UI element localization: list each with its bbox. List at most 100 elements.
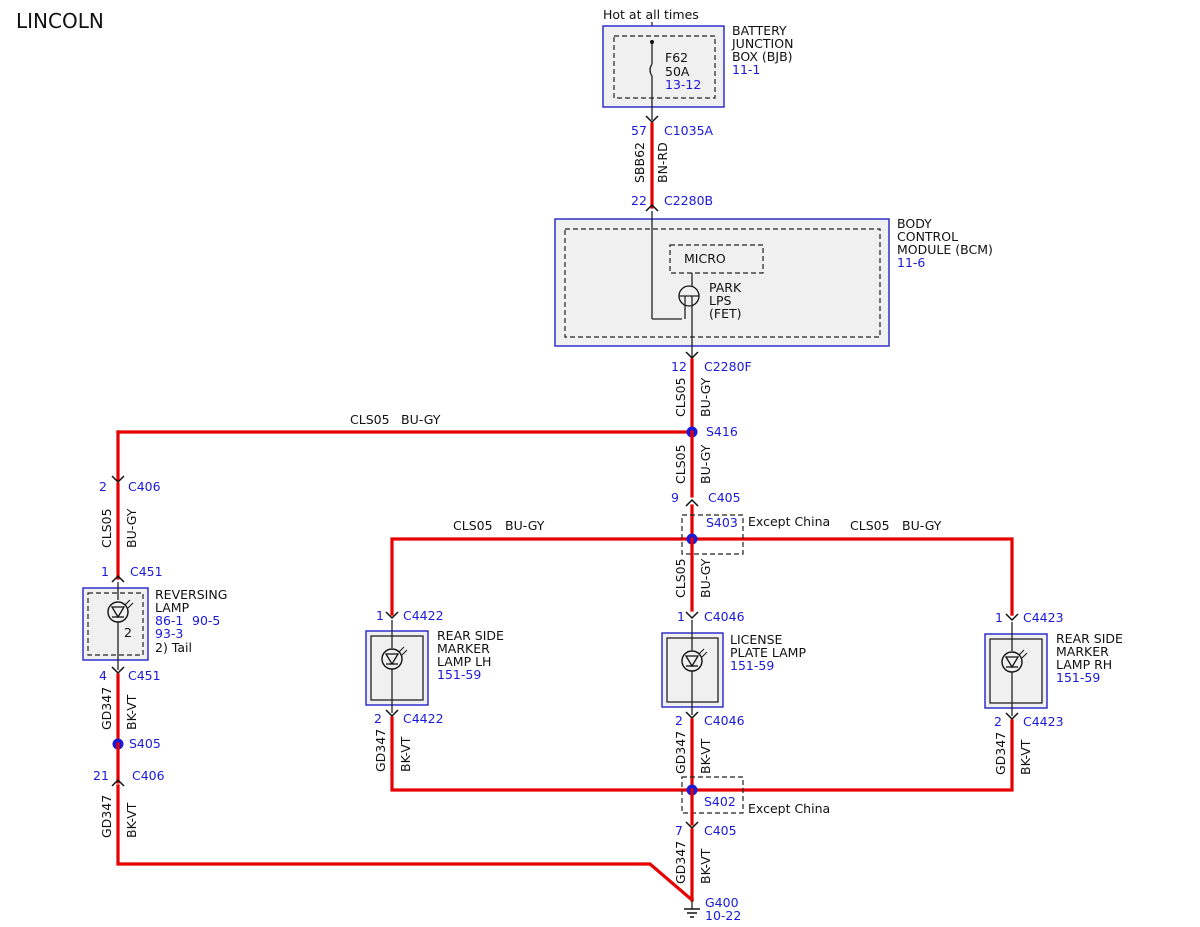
fuse-terminal-icon: [650, 40, 654, 44]
c4422-in-name: C4422: [403, 608, 444, 623]
bcm-wire-circuit: CLS05: [673, 377, 688, 417]
c4046-out-pin: 2: [675, 713, 683, 728]
reversing-ref2: 90-5: [192, 613, 220, 628]
c406-bottom-name: C406: [132, 768, 165, 783]
fet-line3: (FET): [709, 306, 741, 321]
wire-cls05-marker-branch: [390, 537, 1014, 616]
c1035a-name: C1035A: [664, 123, 714, 138]
license-ref: 151-59: [730, 658, 774, 673]
bcm-line1: BODY: [897, 216, 932, 231]
s402-note: Except China: [748, 801, 830, 816]
c451-in-name: C451: [130, 564, 163, 579]
c2280b-pin: 22: [631, 193, 647, 208]
lamp-lh-line3: LAMP LH: [437, 654, 491, 669]
lamp-lh-ref: 151-59: [437, 667, 481, 682]
lamp-lh-gnd-color: BK-VT: [398, 736, 413, 772]
c406-top-name: C406: [128, 479, 161, 494]
bjb-line1: BATTERY: [732, 23, 787, 38]
bjb-line3: BOX (BJB): [732, 49, 793, 64]
c4423-out-pin: 2: [994, 714, 1002, 729]
c451-out-pin: 4: [99, 668, 107, 683]
license-gnd-circuit: GD347: [673, 731, 688, 774]
c2280f-name: C2280F: [704, 359, 752, 374]
c4423-in-pin: 1: [995, 610, 1003, 625]
fet-line1: PARK: [709, 280, 742, 295]
rev-gnd2-circuit: GD347: [99, 795, 114, 838]
c4422-out-name: C4422: [403, 711, 444, 726]
bcm-line3: MODULE (BCM): [897, 242, 993, 257]
bcm-ref: 11-6: [897, 255, 925, 270]
left-branch-color: BU-GY: [505, 518, 545, 533]
lamp-lh-gnd-circuit: GD347: [373, 729, 388, 772]
reversing-line1: REVERSING: [155, 587, 227, 602]
power-label: Hot at all times: [603, 7, 699, 22]
ground-wire-circuit: GD347: [673, 841, 688, 884]
connector-c405-top-icon: [685, 498, 699, 507]
fuse-icon: [649, 63, 653, 77]
fet-line2: LPS: [709, 293, 732, 308]
ground-wire-color: BK-VT: [698, 848, 713, 884]
c4046-in-pin: 1: [677, 609, 685, 624]
c2280b-name: C2280B: [664, 193, 713, 208]
rev-gnd1-color: BK-VT: [124, 694, 139, 730]
micro-block: [669, 244, 764, 274]
lamp-rh-ref: 151-59: [1056, 670, 1100, 685]
c4423-in-name: C4423: [1023, 610, 1064, 625]
center-wire-circuit: CLS05: [673, 558, 688, 598]
s405-label: S405: [129, 736, 161, 751]
c4422-in-pin: 1: [376, 608, 384, 623]
c405-bottom-pin: 7: [675, 823, 683, 838]
c405-top-name: C405: [708, 490, 741, 505]
sbb62-color: BN-RD: [655, 142, 670, 183]
reversing-note: 2) Tail: [155, 640, 192, 655]
reversing-ref3: 93-3: [155, 626, 183, 641]
connector-c406-bottom-icon: [111, 778, 125, 787]
right-branch-circuit: CLS05: [850, 518, 890, 533]
c4423-out-name: C4423: [1023, 714, 1064, 729]
top-wire-circuit: CLS05: [350, 412, 390, 427]
rev-wire-circuit: CLS05: [99, 508, 114, 548]
fuse-name: F62: [665, 50, 688, 65]
wire-gd347-reversing-2: [116, 784, 695, 903]
license-line2: PLATE LAMP: [730, 645, 806, 660]
connector-c4046-in-icon: [685, 611, 699, 619]
fuse-rating: 50A: [665, 64, 690, 79]
ground-name: G400: [705, 895, 739, 910]
c406-bottom-pin: 21: [93, 768, 109, 783]
lamp-rh-gnd-color: BK-VT: [1018, 739, 1033, 775]
s402-option-box: [681, 776, 744, 814]
sbb62-circuit: SBB62: [632, 142, 647, 183]
c4046-in-name: C4046: [704, 609, 745, 624]
c406-top-pin: 2: [99, 479, 107, 494]
c451-out-name: C451: [128, 668, 161, 683]
lamp-rh-line2: MARKER: [1056, 644, 1109, 659]
connector-c2280b-icon: [645, 203, 659, 212]
bjb-line2: JUNCTION: [731, 36, 793, 51]
ground-ref: 10-22: [705, 908, 741, 923]
connector-c451-in-icon: [111, 574, 125, 583]
c451-in-pin: 1: [101, 564, 109, 579]
micro-label: MICRO: [684, 251, 726, 266]
reversing-line2: LAMP: [155, 600, 190, 615]
mid-wire-circuit: CLS05: [673, 444, 688, 484]
s402-label: S402: [704, 794, 736, 809]
wire-gd347-lamp-rh: [690, 719, 1014, 792]
rev-gnd1-circuit: GD347: [99, 687, 114, 730]
license-gnd-color: BK-VT: [698, 738, 713, 774]
center-wire-color: BU-GY: [698, 558, 713, 598]
c405-bottom-name: C405: [704, 823, 737, 838]
c4422-out-pin: 2: [374, 711, 382, 726]
rev-wire-color: BU-GY: [124, 508, 139, 548]
rev-gnd2-color: BK-VT: [124, 802, 139, 838]
bcm-wire-color: BU-GY: [698, 377, 713, 417]
lamp-lh-line1: REAR SIDE: [437, 628, 504, 643]
s416-label: S416: [706, 424, 738, 439]
brand-title: LINCOLN: [16, 9, 104, 33]
wire-gd347-lamp-lh: [390, 716, 694, 792]
c405-top-pin: 9: [671, 490, 679, 505]
bcm-line2: CONTROL: [897, 229, 958, 244]
mid-wire-color: BU-GY: [698, 444, 713, 484]
bjb-ref: 11-1: [732, 62, 760, 77]
ground-symbol-icon: [684, 908, 700, 918]
reversing-ref1: 86-1: [155, 613, 183, 628]
